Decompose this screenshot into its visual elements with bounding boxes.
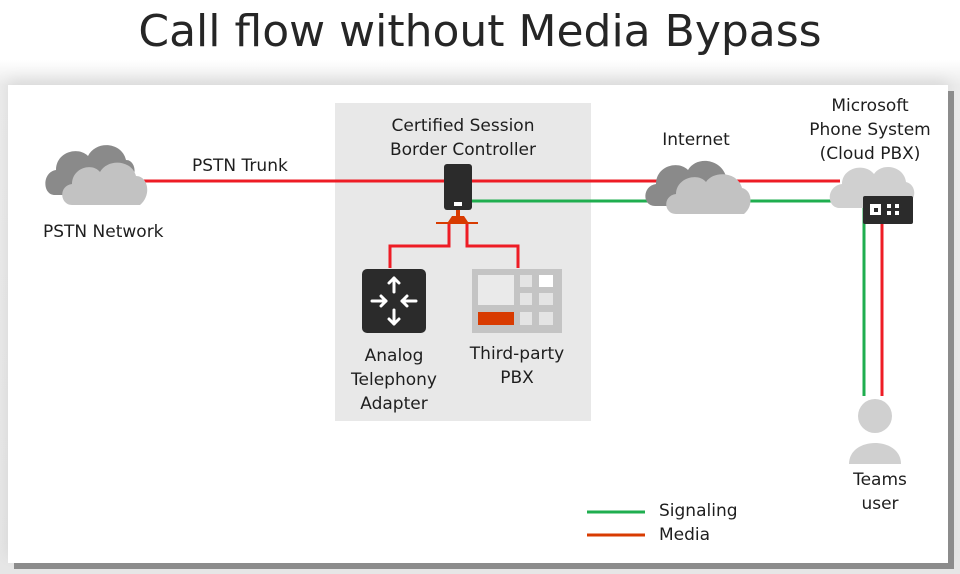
sbc-label-line2: Border Controller [389,140,537,160]
page-title: Call flow without Media Bypass [138,6,822,57]
media-line-sbc-to-pbx [465,224,520,268]
ata-label-line1: Analog [364,346,424,366]
pbx-label-line1: Third-party [469,344,565,364]
sbc-device-icon [436,164,478,224]
ata-arrows-icon [362,269,426,333]
sbc-label-line1: Certified Session [391,116,535,136]
phone-system-label-line3: (Cloud PBX) [819,144,921,164]
user-icon [849,399,901,464]
internet-label: Internet [662,130,730,150]
phone-system-label-line1: Microsoft [831,96,909,116]
ata-label-line3: Adapter [360,394,428,414]
pbx-label-line2: PBX [500,368,534,388]
internet-cloud-icon [645,160,751,214]
legend-media-label: Media [659,525,711,545]
ata-label-line2: Telephony [351,370,437,390]
pbx-keypad-icon [472,269,562,333]
phone-system-label-line2: Phone System [809,120,931,140]
sbc-group-box [335,103,591,421]
pstn-cloud-icon [45,145,148,205]
phone-system-icon [829,167,915,224]
pstn-network-label: PSTN Network [43,222,164,242]
teams-user-label-line2: user [861,494,899,514]
teams-user-label-line1: Teams [853,470,907,490]
pstn-trunk-label: PSTN Trunk [192,156,288,176]
legend-signaling-label: Signaling [659,501,738,521]
media-line-sbc-to-ata [388,224,451,268]
